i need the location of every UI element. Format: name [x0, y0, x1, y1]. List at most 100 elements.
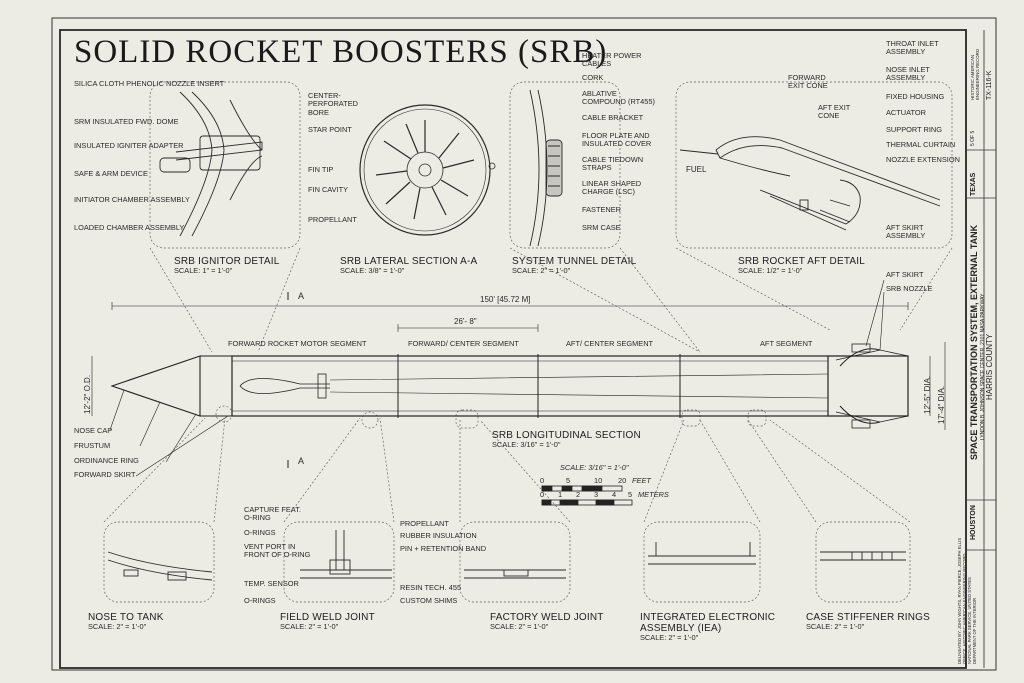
tunnel-label: SRM CASE [582, 223, 621, 232]
aft-inner-label: FUEL [686, 165, 707, 174]
field-weld-label: O-RINGS [244, 596, 276, 605]
scale-tick: 4 [612, 490, 617, 499]
nose-tank-title: NOSE TO TANK [88, 612, 164, 623]
aft-label: NOSE INLET ASSEMBLY [886, 65, 930, 83]
inner-border [59, 29, 967, 669]
field-weld-title: FIELD WELD JOINT [280, 612, 375, 623]
ignitor-detail-drawing [159, 91, 263, 237]
field-weld-label: PIN + RETENTION BAND [400, 544, 487, 553]
stiffener-scale: SCALE: 2" = 1'-0" [806, 622, 865, 631]
scale-tick: 0 [540, 476, 545, 485]
field-weld-label: CUSTOM SHIMS [400, 596, 458, 605]
scale-tick: 20 [618, 476, 627, 485]
aft-label: NOZZLE EXTENSION [886, 155, 960, 164]
scale-tick: 0 [540, 490, 545, 499]
left-label: FRUSTUM [74, 441, 111, 450]
segment-label: AFT SEGMENT [760, 339, 813, 348]
lateral-section-drawing [359, 104, 496, 236]
aft-detail-drawing [679, 136, 941, 231]
title-block-county: HARRIS COUNTY [985, 333, 994, 400]
section-mark: A [298, 291, 305, 301]
title-block-city: HOUSTON [970, 505, 977, 540]
lateral-label: PROPELLANT [308, 215, 357, 224]
srb-longitudinal-drawing [91, 279, 946, 477]
field-weld-scale: SCALE: 2" = 1'-0" [280, 622, 339, 631]
lateral-label: CENTER-PERFORATED BORE [308, 91, 358, 117]
tunnel-detail-drawing [529, 89, 563, 247]
title-block-office: OFFICE: HISTORIC AMERICAN ENGINEERING RE… [962, 552, 977, 664]
ignitor-label: INITIATOR CHAMBER ASSEMBLY [74, 195, 190, 204]
tunnel-label: LINEAR SHAPED CHARGE (LSC) [582, 179, 642, 197]
iea-scale: SCALE: 2" = 1'-0" [640, 633, 699, 642]
tunnel-label: CABLE TIEDOWN STRAPS [582, 155, 644, 173]
field-weld-label: TEMP. SENSOR [244, 579, 299, 588]
title-block-project: SPACE TRANSPORTATION SYSTEM, EXTERNAL TA… [969, 224, 979, 460]
tunnel-label: ABLATIVE COMPOUND (RT455) [582, 89, 655, 107]
segment-label: FORWARD ROCKET MOTOR SEGMENT [228, 339, 367, 348]
field-weld-label: CAPTURE FEAT. O-RING [244, 505, 301, 523]
page-title: SOLID ROCKET BOOSTERS (SRB) [74, 34, 608, 70]
outer-border [51, 17, 997, 671]
field-weld-label: RESIN TECH. 455 [400, 583, 462, 592]
left-label: FORWARD SKIRT [74, 470, 136, 479]
tunnel-label: HEATER POWER CABLES [582, 51, 642, 69]
right-label: AFT SKIRT [886, 270, 924, 279]
scale-tick: 2 [576, 490, 581, 499]
ignitor-title: SRB IGNITOR DETAIL [174, 256, 280, 267]
aft-label: THERMAL CURTAIN [886, 140, 956, 149]
od-dimension: 12'-2" O.D. [83, 374, 92, 414]
aft-label: AFT SKIRT ASSEMBLY [886, 223, 926, 241]
nose-tank-scale: SCALE: 2" = 1'-0" [88, 622, 147, 631]
dia-dimension: 12'-5" DIA. [923, 375, 932, 414]
title-block-hasp: TX-116-K [986, 70, 993, 100]
scale-tick: 3 [594, 490, 599, 499]
left-label: ORDINANCE RING [74, 456, 139, 465]
overall-length: 150' [45.72 m] [480, 295, 531, 304]
scale-unit: FEET [632, 476, 651, 485]
iea-title: INTEGRATED ELECTRONIC ASSEMBLY (IEA) [640, 612, 776, 634]
tunnel-label: FASTENER [582, 205, 622, 214]
aft-label: THROAT INLET ASSEMBLY [886, 39, 939, 57]
aft-inner-label: FORWARD EXIT CONE [788, 73, 828, 91]
aft-label: ACTUATOR [886, 108, 926, 117]
scale-tick: 1 [558, 490, 563, 499]
longitudinal-title: SRB LONGITUDINAL SECTION [492, 430, 641, 441]
field-weld-label: VENT PORT IN FRONT OF O-RING [244, 542, 311, 560]
lateral-title: SRB LATERAL SECTION A-A [340, 256, 478, 267]
title-block-sheet: 5 OF 5 [970, 130, 976, 146]
stiffener-title: CASE STIFFENER RINGS [806, 612, 931, 623]
tunnel-scale: SCALE: 2" = 1'-0" [512, 266, 571, 275]
longitudinal-scale: SCALE: 3/16" = 1'-0" [492, 440, 561, 449]
ignitor-label: SILICA CLOTH PHENOLIC NOZZLE INSERT [74, 79, 225, 88]
scale-bar-label: SCALE: 3/16" = 1'-0" [560, 463, 629, 472]
ignitor-label: LOADED CHAMBER ASSEMBLY [74, 223, 185, 232]
aft-label: SUPPORT RING [886, 125, 942, 134]
aft-inner-label: AFT EXIT CONE [818, 103, 851, 121]
dia-dimension: 17'-4" DIA. [937, 385, 946, 424]
segment-label: AFT/ CENTER SEGMENT [566, 339, 654, 348]
left-label: NOSE CAP [74, 426, 113, 435]
segment-label: FORWARD/ CENTER SEGMENT [408, 339, 519, 348]
segment-length: 26'- 8" [454, 317, 477, 326]
aft-scale: SCALE: 1/2" = 1'-0" [738, 266, 803, 275]
scale-tick: 10 [594, 476, 603, 485]
aft-label: FIXED HOUSING [886, 92, 945, 101]
tunnel-label: CORK [582, 73, 604, 82]
field-weld-label: PROPELLANT [400, 519, 449, 528]
factory-weld-title: FACTORY WELD JOINT [490, 612, 604, 623]
title-block-hasp-label: HISTORIC AMERICAN ENGINEERING RECORD [970, 49, 980, 100]
right-label: SRB NOZZLE [886, 284, 933, 293]
section-mark: A [298, 456, 305, 466]
lateral-label: FIN TIP [308, 165, 334, 174]
scale-tick: 5 [628, 490, 633, 499]
ignitor-label: INSULATED IGNITER ADAPTER [74, 141, 184, 150]
factory-weld-scale: SCALE: 2" = 1'-0" [490, 622, 549, 631]
ignitor-label: SAFE & ARM DEVICE [74, 169, 148, 178]
tunnel-title: SYSTEM TUNNEL DETAIL [512, 256, 637, 267]
tunnel-label: CABLE BRACKET [582, 113, 644, 122]
scale-tick: 5 [566, 476, 571, 485]
field-weld-label: RUBBER INSULATION [400, 531, 477, 540]
ignitor-label: SRM INSULATED FWD. DOME [74, 117, 179, 126]
aft-title: SRB ROCKET AFT DETAIL [738, 256, 866, 267]
